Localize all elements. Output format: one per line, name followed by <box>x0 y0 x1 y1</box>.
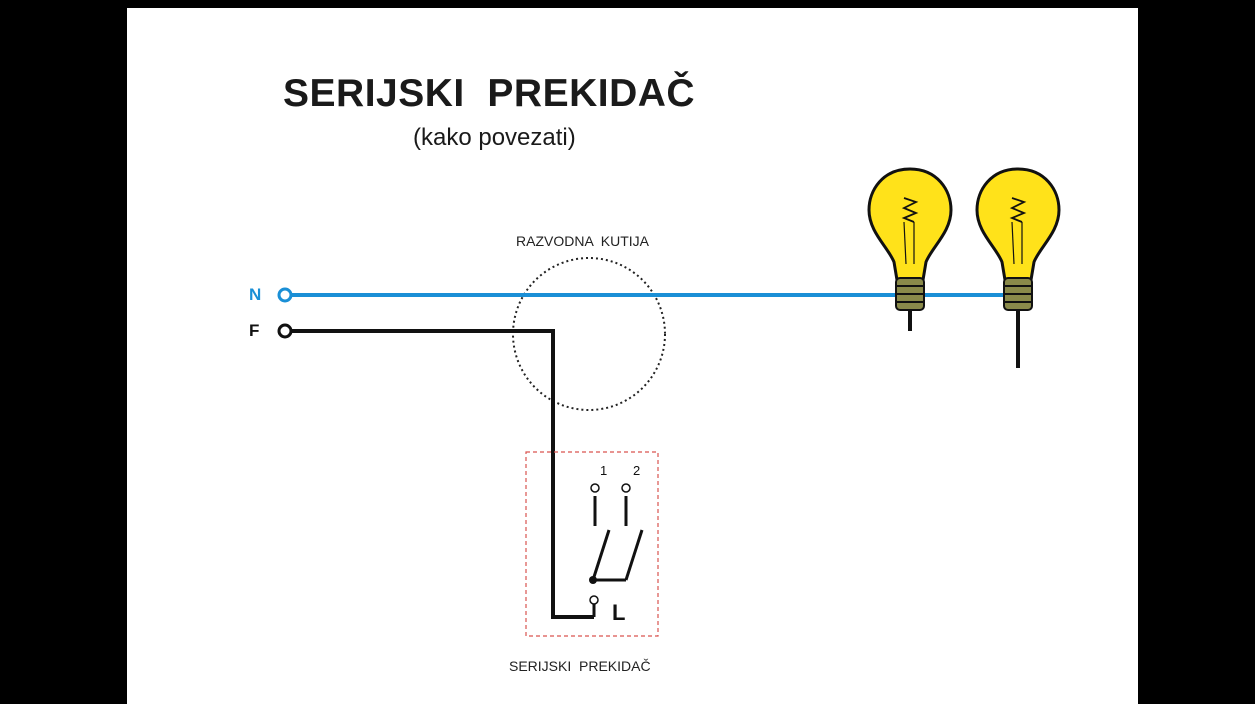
phase-terminal <box>277 323 293 339</box>
light-bulb-icon <box>975 167 1061 368</box>
switch-terminal-2-label: 2 <box>633 463 641 478</box>
neutral-terminal <box>277 287 293 303</box>
junction-box <box>512 257 666 411</box>
switch-common-label: L <box>612 600 626 625</box>
neutral-terminal-label: N <box>249 285 262 304</box>
junction-box-label: RAZVODNA KUTIJA <box>516 233 650 249</box>
phase-terminal-label: F <box>249 321 260 340</box>
switch-mechanism <box>589 483 644 617</box>
switch-terminal-2 <box>621 483 631 493</box>
light-bulb-icon <box>867 167 953 331</box>
switch-terminal-1-label: 1 <box>600 463 608 478</box>
page-title: SERIJSKI PREKIDAČ <box>283 72 696 115</box>
switch-terminal-1 <box>590 483 600 493</box>
page-subtitle: (kako povezati) <box>413 124 576 151</box>
switch-label: SERIJSKI PREKIDAČ <box>509 658 651 674</box>
phase-wire <box>291 329 594 619</box>
switch-terminal-common <box>589 595 599 605</box>
switch-box <box>525 451 659 637</box>
slide <box>127 8 1138 704</box>
